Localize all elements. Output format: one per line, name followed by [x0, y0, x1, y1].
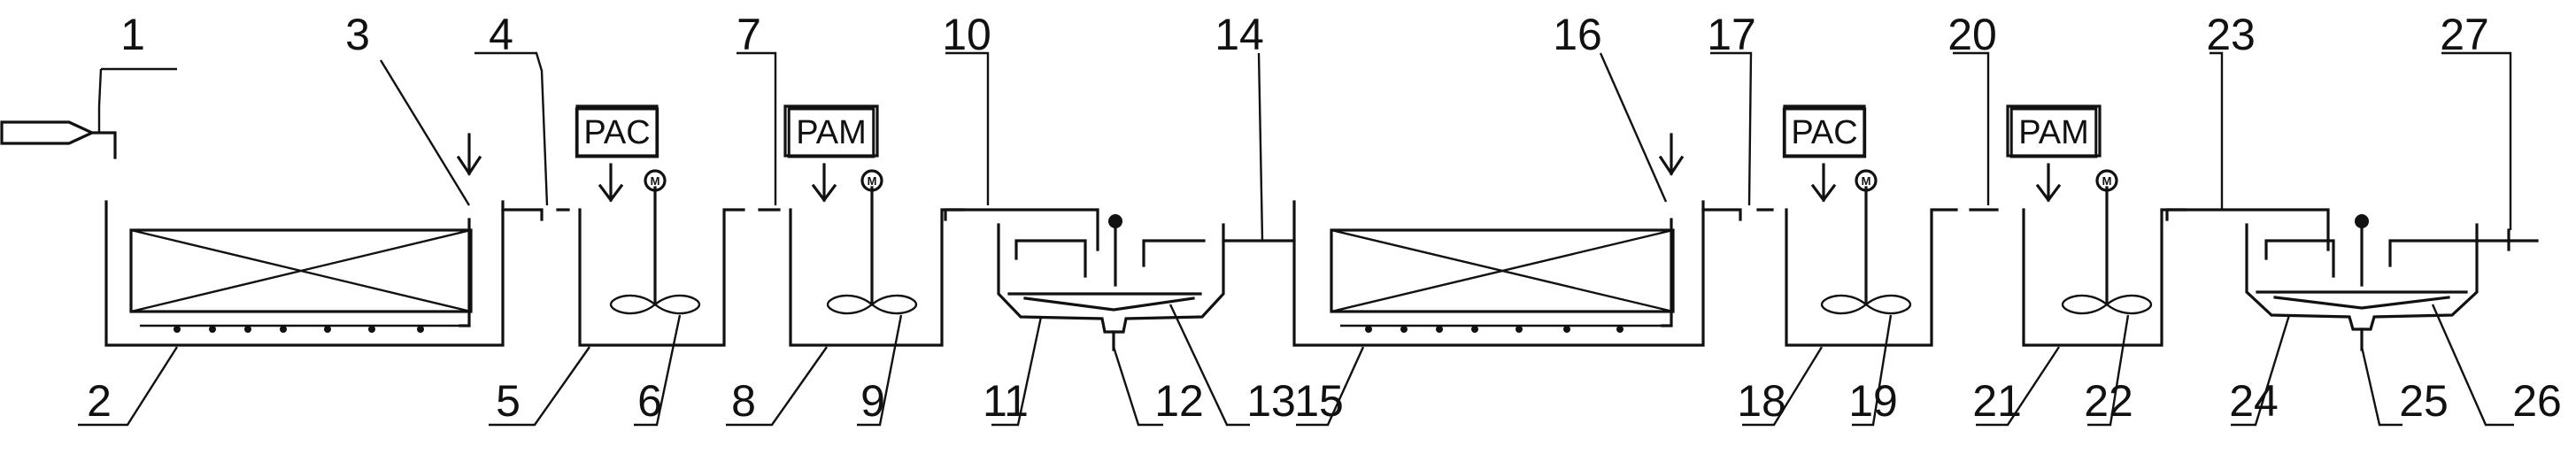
callout-20: 20 — [1947, 10, 1997, 59]
clarifier-11 — [997, 214, 1225, 351]
motor-icon: M — [2102, 174, 2112, 188]
callout-11: 11 — [983, 376, 1029, 426]
callout-9: 9 — [860, 376, 885, 426]
reagent-box — [1782, 107, 1867, 158]
callout-3: 3 — [345, 10, 370, 59]
reagent-label-2: PAM — [796, 114, 867, 151]
tank-15-biological — [1292, 133, 1705, 347]
leader-lines — [78, 51, 2514, 427]
aerator-dots — [174, 326, 424, 333]
tank-2-aeration — [104, 133, 505, 347]
callout-5: 5 — [496, 376, 521, 426]
motor-icon: M — [868, 174, 877, 188]
callout-24: 24 — [2229, 376, 2279, 426]
callout-12: 12 — [1154, 376, 1204, 426]
callout-16: 16 — [1553, 10, 1602, 59]
pipe-23 — [2165, 208, 2330, 251]
reagent-label-3: PAC — [1791, 114, 1857, 151]
motor-icon: M — [1862, 174, 1871, 188]
callout-27: 27 — [2440, 10, 2489, 59]
callout-18: 18 — [1737, 376, 1786, 426]
callout-15: 15 — [1294, 376, 1344, 426]
motor-marks: M M M M — [651, 174, 2112, 188]
overflow-4 — [501, 208, 544, 221]
callout-21: 21 — [1972, 376, 2022, 426]
callout-labels: 1 2 3 4 5 6 7 8 9 10 11 12 13 14 15 16 1… — [87, 10, 2562, 426]
clarifier-24 — [2245, 214, 2539, 351]
aerator-dots-15 — [1365, 326, 1623, 333]
callout-23: 23 — [2206, 10, 2256, 59]
callout-2: 2 — [87, 376, 112, 426]
pipe-10 — [944, 208, 1099, 251]
callout-6: 6 — [637, 376, 662, 426]
overflow-17 — [1701, 208, 1742, 221]
callout-17: 17 — [1707, 10, 1756, 59]
callout-8: 8 — [731, 376, 756, 426]
reagent-box — [787, 107, 875, 158]
callout-14: 14 — [1215, 10, 1264, 59]
inlet-pipe — [0, 120, 96, 145]
callout-7: 7 — [737, 10, 761, 59]
callout-10: 10 — [942, 10, 991, 59]
callout-13: 13 — [1246, 376, 1296, 426]
reagent-label-4: PAM — [2018, 114, 2089, 151]
callout-22: 22 — [2084, 376, 2133, 426]
callout-19: 19 — [1848, 376, 1898, 426]
reagent-box — [2009, 107, 2098, 158]
motor-icon: M — [651, 174, 660, 188]
reagent-box — [575, 107, 659, 158]
callout-1: 1 — [120, 10, 145, 59]
reagent-labels: PAC PAM PAC PAM — [575, 107, 2098, 158]
callout-4: 4 — [489, 10, 513, 59]
callout-25: 25 — [2399, 376, 2449, 426]
callout-26: 26 — [2512, 376, 2562, 426]
inlet-riser — [90, 131, 117, 159]
pipes-and-tanks — [0, 51, 2539, 427]
reagent-label-1: PAC — [583, 114, 650, 151]
